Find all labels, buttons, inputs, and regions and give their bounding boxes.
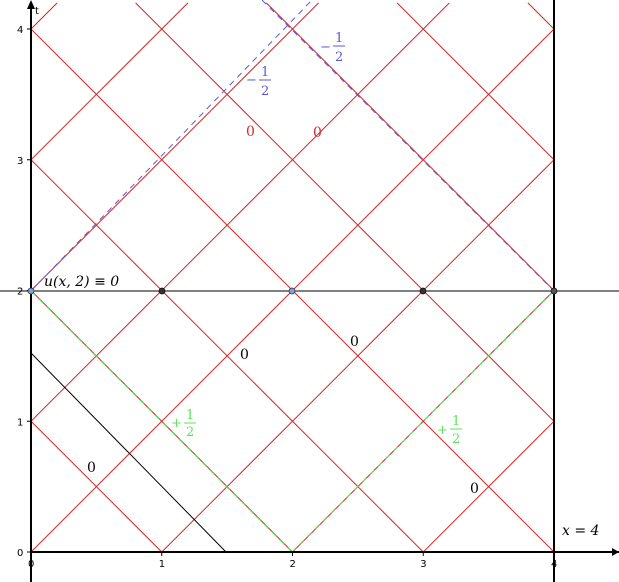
fraction-numerator: 1 (335, 31, 343, 46)
fraction-denominator: 2 (186, 425, 194, 440)
fraction-denominator: 2 (452, 432, 460, 447)
point-1-2 (158, 287, 166, 295)
fraction-denominator: 2 (335, 50, 343, 65)
plus-dashed-right (291, 290, 555, 553)
y-axis-label: t (35, 6, 39, 17)
characteristic-rising (30, 2, 189, 161)
fraction-sign: + (437, 423, 448, 438)
fraction-minus-left: − 1 2 (246, 65, 271, 99)
y-tick-label: 0 (17, 548, 23, 559)
fraction-sign: − (246, 73, 257, 88)
x-tick-label: 0 (28, 559, 34, 570)
fraction-numerator: 1 (261, 65, 269, 80)
x-tick-label: 1 (159, 559, 165, 570)
characteristic-falling (135, 2, 555, 422)
characteristic-rising (30, 2, 450, 422)
zero-mid-left: 0 (240, 347, 249, 363)
minus-dashed-left (30, 0, 313, 292)
plus-half-characteristics (30, 290, 555, 553)
axis-ticks: 0 1 2 3 4 0 1 2 3 4 (17, 25, 557, 570)
point-0-2 (27, 287, 35, 295)
x-axis-arrow (612, 548, 619, 556)
y-axis-arrow (27, 0, 35, 9)
zero-bottom-right: 0 (470, 481, 479, 497)
characteristic-rising (30, 2, 58, 30)
y-tick-label: 2 (17, 287, 23, 298)
fraction-denominator: 2 (261, 84, 269, 99)
x-tick-label: 3 (420, 559, 426, 570)
point-2-2 (288, 287, 296, 295)
fraction-minus-right: − 1 2 (320, 31, 345, 65)
zero-top-left: 0 (246, 124, 255, 140)
minus-half-characteristics (30, 0, 555, 292)
x-tick-label: 4 (551, 559, 557, 570)
zero-top-right: 0 (313, 125, 322, 141)
fraction-numerator: 1 (452, 414, 460, 429)
initial-condition-label: u(x, 2) ≡ 0 (44, 274, 119, 290)
fraction-plus-right: + 1 2 (437, 414, 462, 447)
black-characteristic (30, 352, 227, 553)
zero-bottom-left: 0 (87, 460, 96, 476)
characteristic-falling (30, 420, 163, 553)
x-tick-label: 2 (290, 559, 296, 570)
point-3-2 (419, 287, 427, 295)
characteristic-rising (30, 2, 320, 291)
fraction-numerator: 1 (186, 408, 194, 423)
fraction-sign: − (320, 40, 331, 55)
characteristic-falling (396, 2, 555, 161)
point-4-2 (550, 287, 558, 295)
characteristic-falling (527, 2, 555, 30)
y-tick-label: 1 (17, 417, 23, 428)
y-tick-label: 4 (17, 25, 23, 36)
boundary-label: x = 4 (562, 523, 599, 539)
zero-mid-right: 0 (350, 334, 359, 350)
fraction-sign: + (171, 416, 182, 431)
y-tick-label: 3 (17, 156, 23, 167)
minus-dashed-right (261, 0, 555, 292)
fraction-plus-left: + 1 2 (171, 408, 196, 440)
characteristic-falling (265, 2, 555, 291)
characteristic-falling (30, 290, 293, 553)
